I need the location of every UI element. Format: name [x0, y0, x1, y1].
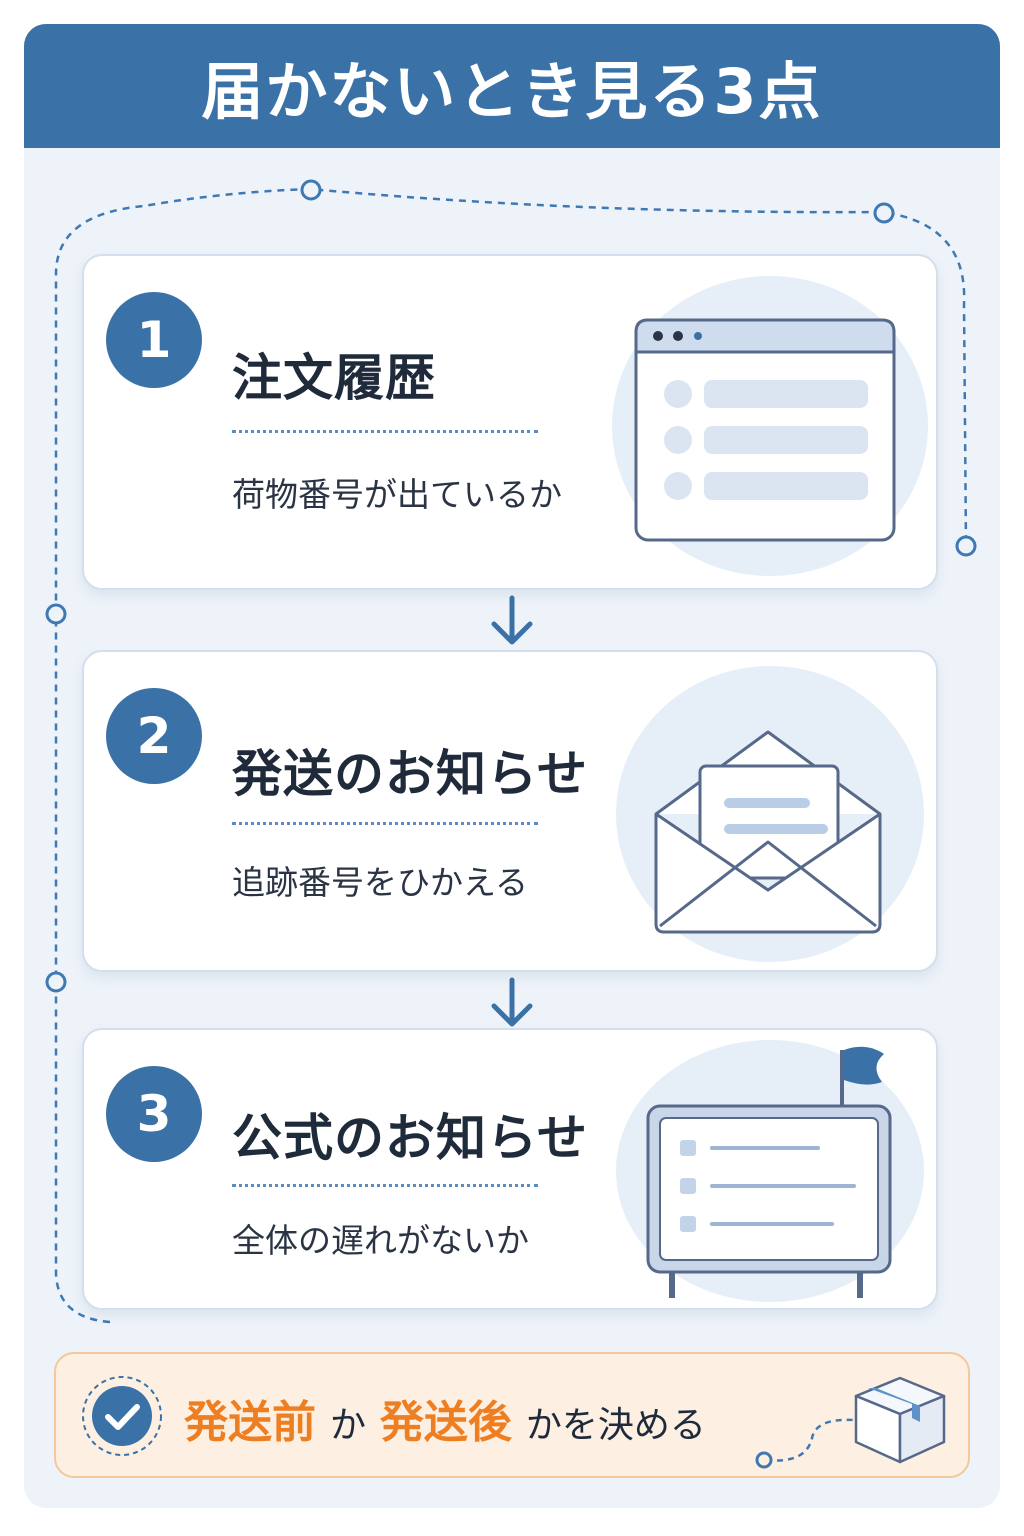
- notice-board-icon: [646, 1046, 892, 1298]
- step-title: 注文履歴: [232, 349, 436, 407]
- header-banner: 届かないとき見る3点: [24, 24, 1000, 148]
- package-box-icon: [854, 1376, 946, 1464]
- envelope-icon: [654, 730, 882, 934]
- step-title: 発送のお知らせ: [232, 745, 588, 803]
- conclusion-text: 発送前 か 発送後 かを決める: [184, 1386, 706, 1450]
- conclusion-tail: かを決める: [525, 1405, 706, 1446]
- step-description: 追跡番号をひかえる: [232, 863, 529, 902]
- conclusion-connector: か: [329, 1405, 366, 1446]
- step-number-badge: 3: [106, 1066, 202, 1162]
- highlight-after-shipping: 発送後: [379, 1397, 512, 1448]
- step-number-badge: 2: [106, 688, 202, 784]
- check-circle-icon: [82, 1376, 162, 1456]
- down-arrow-icon: [491, 595, 533, 645]
- page-title: 届かないとき見る3点: [201, 55, 823, 128]
- step-description: 全体の遅れがないか: [232, 1221, 529, 1260]
- highlight-before-shipping: 発送前: [184, 1397, 316, 1448]
- conclusion-bar: 発送前 か 発送後 かを決める: [54, 1352, 970, 1478]
- down-arrow-icon: [491, 977, 533, 1027]
- step-card-1: 1 注文履歴 荷物番号が出ているか: [82, 254, 938, 590]
- dotted-separator: [232, 430, 538, 433]
- dashed-route-decoration: [755, 1418, 855, 1469]
- step-card-2: 2 発送のお知らせ 追跡番号をひかえる: [82, 650, 938, 972]
- dotted-separator: [232, 822, 538, 825]
- step-number-badge: 1: [106, 292, 202, 388]
- step-title: 公式のお知らせ: [232, 1109, 588, 1167]
- step-description: 荷物番号が出ているか: [232, 475, 562, 514]
- infographic-frame: 届かないとき見る3点 1 注文履歴 荷物番号が出ているか: [24, 24, 1000, 1508]
- step-card-3: 3 公式のお知らせ 全体の遅れがないか: [82, 1028, 938, 1310]
- dashed-route-decoration: [45, 179, 977, 1324]
- browser-window-icon: [634, 318, 896, 542]
- dotted-separator: [232, 1184, 538, 1187]
